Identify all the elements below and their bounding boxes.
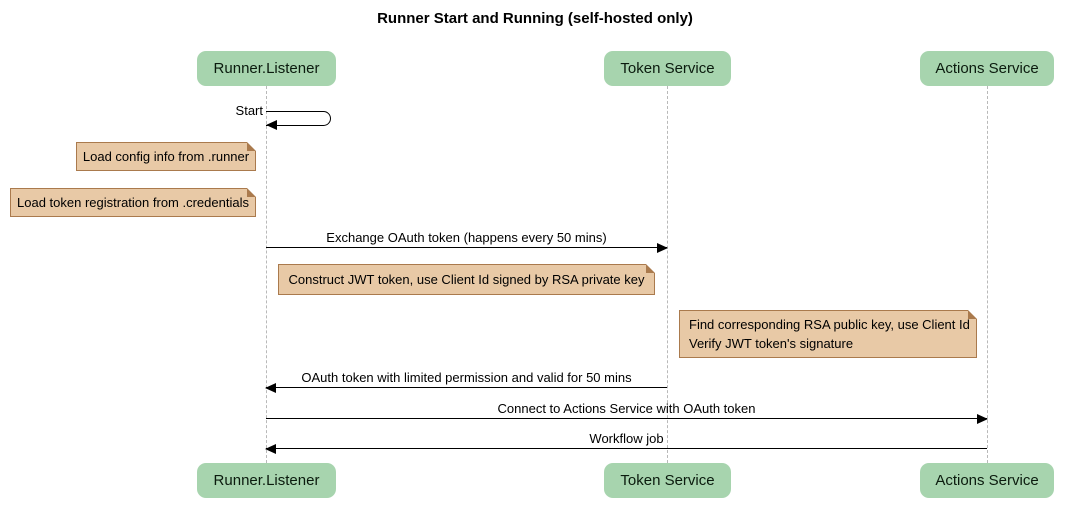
note-line-1: Find corresponding RSA public key, use C… — [689, 317, 970, 332]
actor-label: Token Service — [620, 472, 715, 489]
lifeline-actions-service — [987, 86, 988, 463]
message-line — [266, 414, 988, 425]
self-loop-line — [266, 111, 331, 126]
arrowhead-right-icon — [657, 243, 668, 254]
actor-bottom-actions-service: Actions Service — [920, 463, 1054, 498]
message-label: Workflow job — [589, 431, 664, 446]
actor-bottom-runner-listener: Runner.Listener — [197, 463, 336, 498]
lifeline-token-service — [667, 86, 668, 463]
arrowhead-right-icon — [977, 414, 988, 425]
message-line — [266, 243, 668, 254]
message-label: Start — [235, 103, 263, 118]
message-line — [265, 383, 667, 394]
actor-label: Runner.Listener — [213, 60, 320, 77]
message-oauth-token-return: OAuth token with limited permission and … — [265, 370, 667, 394]
message-start-self: Start — [230, 103, 350, 135]
actor-label: Runner.Listener — [213, 472, 320, 489]
message-connect-actions: Connect to Actions Service with OAuth to… — [266, 401, 988, 425]
note-text: Construct JWT token, use Client Id signe… — [288, 272, 645, 287]
actor-top-token-service: Token Service — [604, 51, 731, 86]
arrowhead-left-icon — [265, 444, 276, 455]
message-label: Exchange OAuth token (happens every 50 m… — [326, 230, 607, 245]
message-exchange-oauth: Exchange OAuth token (happens every 50 m… — [266, 230, 668, 254]
actor-label: Actions Service — [935, 60, 1039, 77]
message-label: OAuth token with limited permission and … — [301, 370, 632, 385]
actor-label: Token Service — [620, 60, 715, 77]
note-line-2: Verify JWT token's signature — [689, 336, 854, 351]
arrowhead-left-icon — [266, 120, 277, 130]
actor-top-runner-listener: Runner.Listener — [197, 51, 336, 86]
note-load-config: Load config info from .runner — [76, 142, 256, 171]
note-load-credentials: Load token registration from .credential… — [10, 188, 256, 217]
actor-top-actions-service: Actions Service — [920, 51, 1054, 86]
note-construct-jwt: Construct JWT token, use Client Id signe… — [278, 264, 655, 295]
note-text: Load config info from .runner — [82, 149, 250, 164]
note-text: Load token registration from .credential… — [17, 195, 249, 210]
diagram-title: Runner Start and Running (self-hosted on… — [377, 10, 693, 27]
actor-label: Actions Service — [935, 472, 1039, 489]
actor-bottom-token-service: Token Service — [604, 463, 731, 498]
message-workflow-job: Workflow job — [265, 431, 987, 455]
note-text: Find corresponding RSA public key, use C… — [689, 315, 970, 353]
lifeline-runner-listener — [266, 86, 267, 463]
arrowhead-left-icon — [265, 383, 276, 394]
message-line — [265, 444, 987, 455]
note-verify-jwt: Find corresponding RSA public key, use C… — [679, 310, 977, 358]
message-label: Connect to Actions Service with OAuth to… — [497, 401, 756, 416]
